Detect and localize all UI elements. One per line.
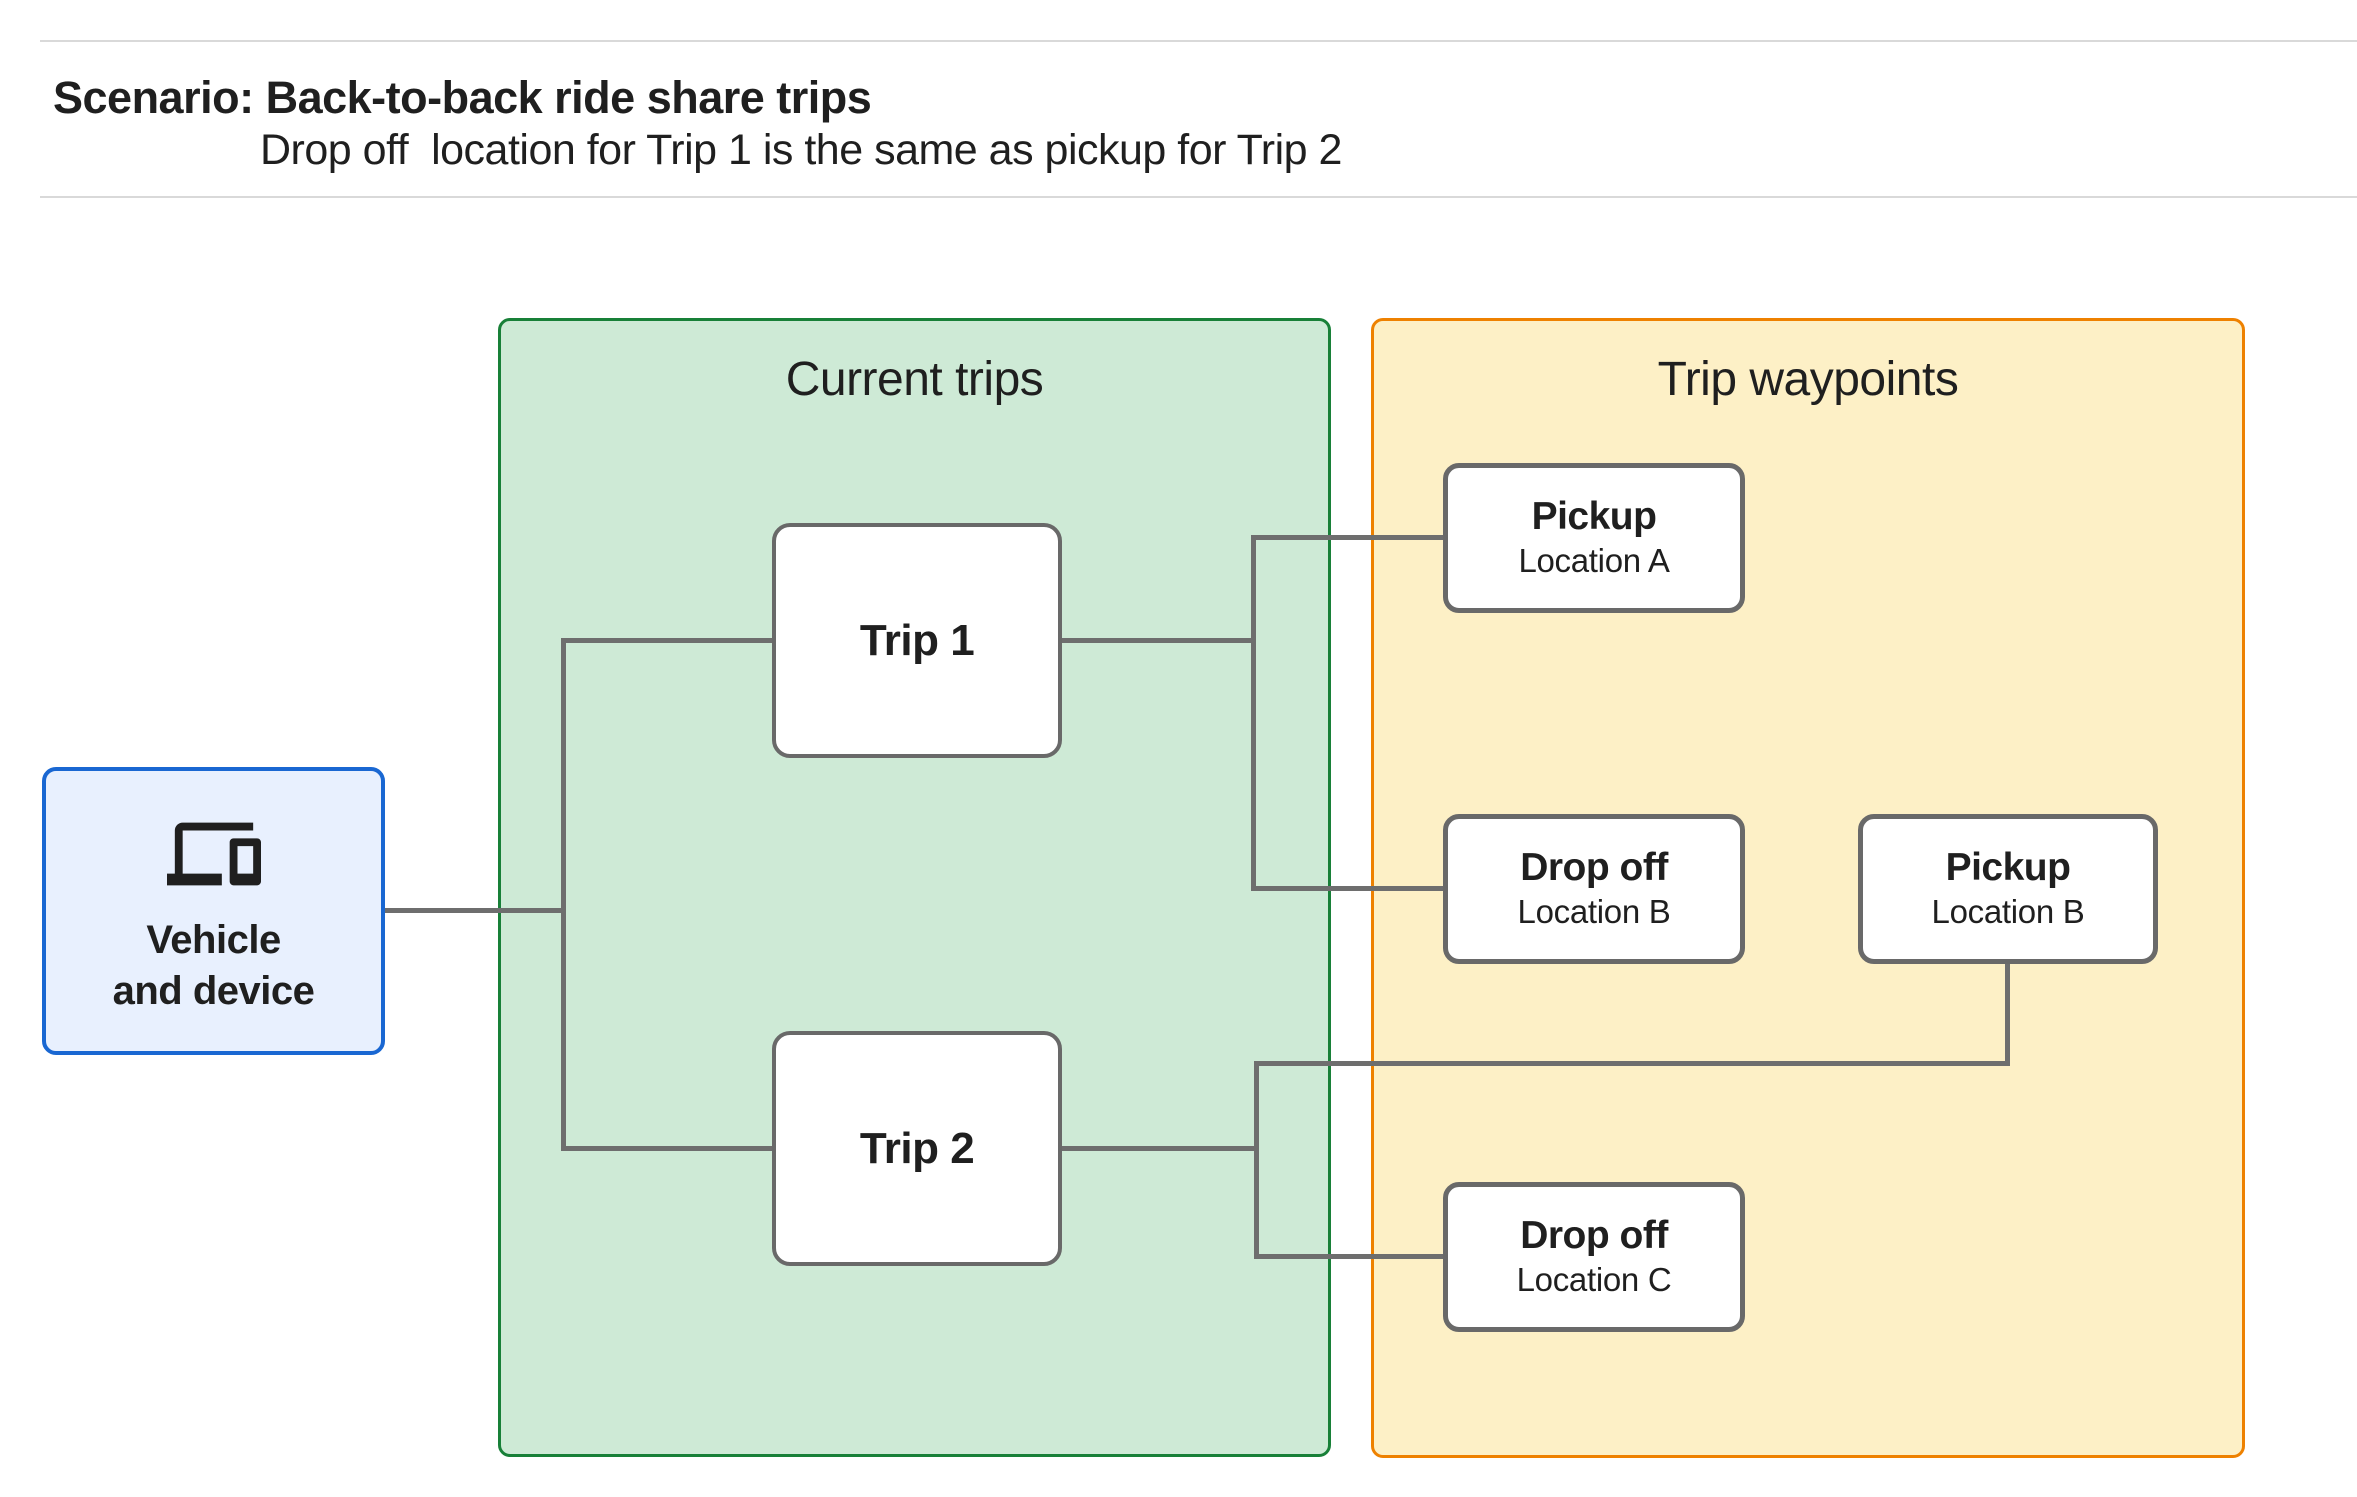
connector-pickup-b-to-junction [1254, 1061, 2010, 1066]
waypoint-title: Drop off [1520, 845, 1668, 889]
waypoint-title: Pickup [1531, 494, 1657, 538]
trip-1-label: Trip 1 [859, 615, 975, 665]
vehicle-label-line2: and device [112, 969, 315, 1014]
page-subtitle: Drop off location for Trip 1 is the same… [260, 126, 1342, 174]
vehicle-label-line1: Vehicle [146, 918, 281, 962]
devices-icon [166, 807, 261, 901]
current-trips-group: Current trips [498, 318, 1331, 1457]
connector-junction-to-trip2 [561, 1146, 772, 1151]
connector-trip2-junction-vertical [1254, 1061, 1259, 1259]
page-title: Scenario: Back-to-back ride share trips [53, 72, 872, 123]
waypoint-dropoff-location-c: Drop off Location C [1443, 1182, 1745, 1332]
connector-to-dropoff-c [1254, 1254, 1443, 1259]
connector-trip2-to-junction [1062, 1146, 1256, 1151]
waypoint-location: Location C [1516, 1261, 1672, 1299]
waypoint-title: Drop off [1520, 1213, 1668, 1257]
header-divider [40, 196, 2357, 198]
waypoint-location: Location A [1518, 542, 1670, 580]
trip-1-node: Trip 1 [772, 523, 1062, 758]
trip-2-node: Trip 2 [772, 1031, 1062, 1266]
connector-trip1-junction-vertical [1251, 535, 1256, 891]
connector-junction-to-trip1 [561, 638, 772, 643]
connector-vehicle-to-junction [385, 908, 566, 913]
top-divider [40, 40, 2357, 42]
waypoint-title: Pickup [1945, 845, 2071, 889]
waypoint-pickup-location-a: Pickup Location A [1443, 463, 1745, 613]
connector-to-dropoff-b [1251, 886, 1443, 891]
waypoint-location: Location B [1517, 893, 1671, 931]
current-trips-group-label: Current trips [785, 353, 1044, 406]
connector-left-junction-vertical [561, 638, 566, 1151]
trip-2-label: Trip 2 [859, 1123, 975, 1173]
connector-pickup-b-down [2005, 962, 2010, 1066]
trip-waypoints-group-label: Trip waypoints [1657, 353, 1959, 406]
waypoint-pickup-location-b: Pickup Location B [1858, 814, 2158, 964]
connector-trip1-to-junction [1062, 638, 1256, 643]
waypoint-location: Location B [1931, 893, 2085, 931]
connector-to-pickup-a [1251, 535, 1443, 540]
waypoint-dropoff-location-b: Drop off Location B [1443, 814, 1745, 964]
vehicle-node: Vehicle and device [42, 767, 385, 1055]
